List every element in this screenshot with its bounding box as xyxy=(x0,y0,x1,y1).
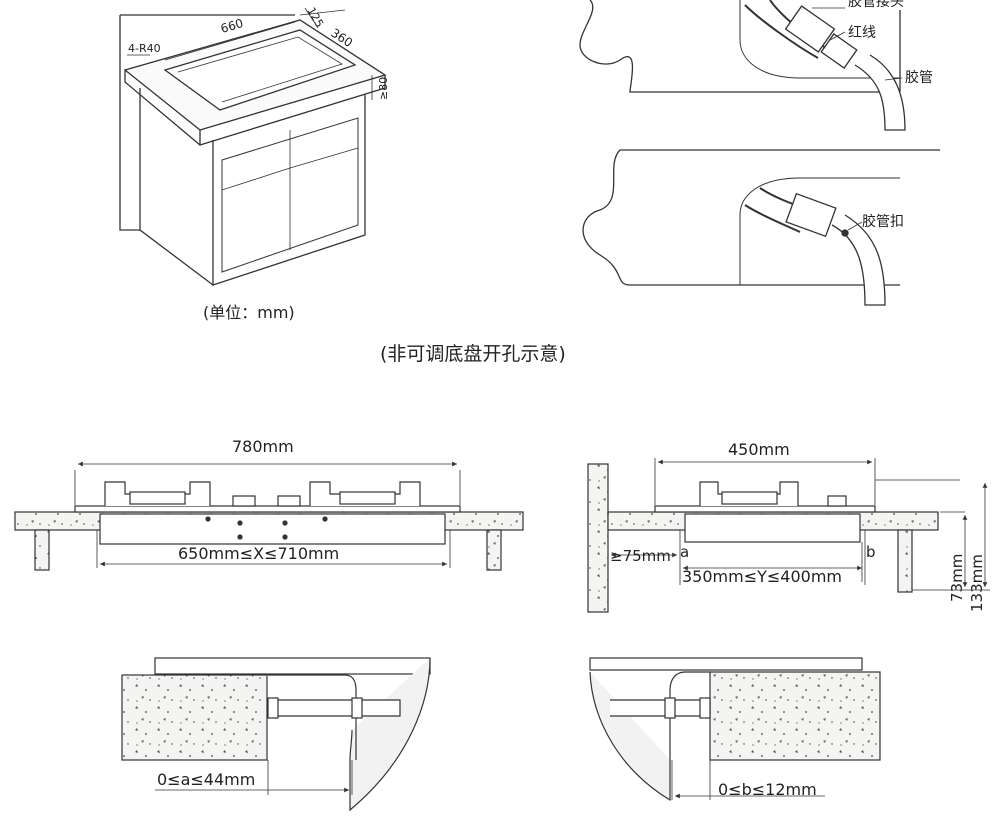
detail-a xyxy=(121,657,431,812)
dim-b: b xyxy=(866,543,876,561)
dim-450mm: 450mm xyxy=(728,440,790,459)
range-a: 0≤a≤44mm xyxy=(157,770,255,789)
label-hose: 胶管 xyxy=(905,69,933,86)
dim-780mm: 780mm xyxy=(232,437,294,456)
dim-gap-80: ≥80 xyxy=(377,77,390,100)
side-elevation xyxy=(587,458,990,613)
dim-cutout-x: 650mm≤X≤710mm xyxy=(178,544,339,563)
detail-b xyxy=(589,657,881,802)
dim-wall-gap: ≥75mm xyxy=(610,547,671,565)
cabinet-perspective xyxy=(119,7,387,287)
label-red-line: 红线 xyxy=(848,25,876,41)
dim-133mm: 133mm xyxy=(968,554,986,612)
label-hose-clamp: 胶管扣 xyxy=(862,213,904,230)
hose-detail-bottom xyxy=(582,149,940,306)
dim-cutout-y: 350mm≤Y≤400mm xyxy=(682,567,842,586)
hose-detail-top xyxy=(579,0,906,131)
dim-73mm: 73mm xyxy=(948,554,966,602)
dim-a: a xyxy=(680,543,689,561)
label-connector: 胶管接头 xyxy=(848,0,904,10)
dim-660: 660 xyxy=(219,16,245,36)
section-caption: (非可调底盘开孔示意) xyxy=(380,343,566,365)
range-b: 0≤b≤12mm xyxy=(718,780,817,799)
unit-caption: (单位：mm) xyxy=(203,303,295,322)
front-elevation xyxy=(14,461,524,571)
dim-4-r40: 4-R40 xyxy=(128,42,161,55)
